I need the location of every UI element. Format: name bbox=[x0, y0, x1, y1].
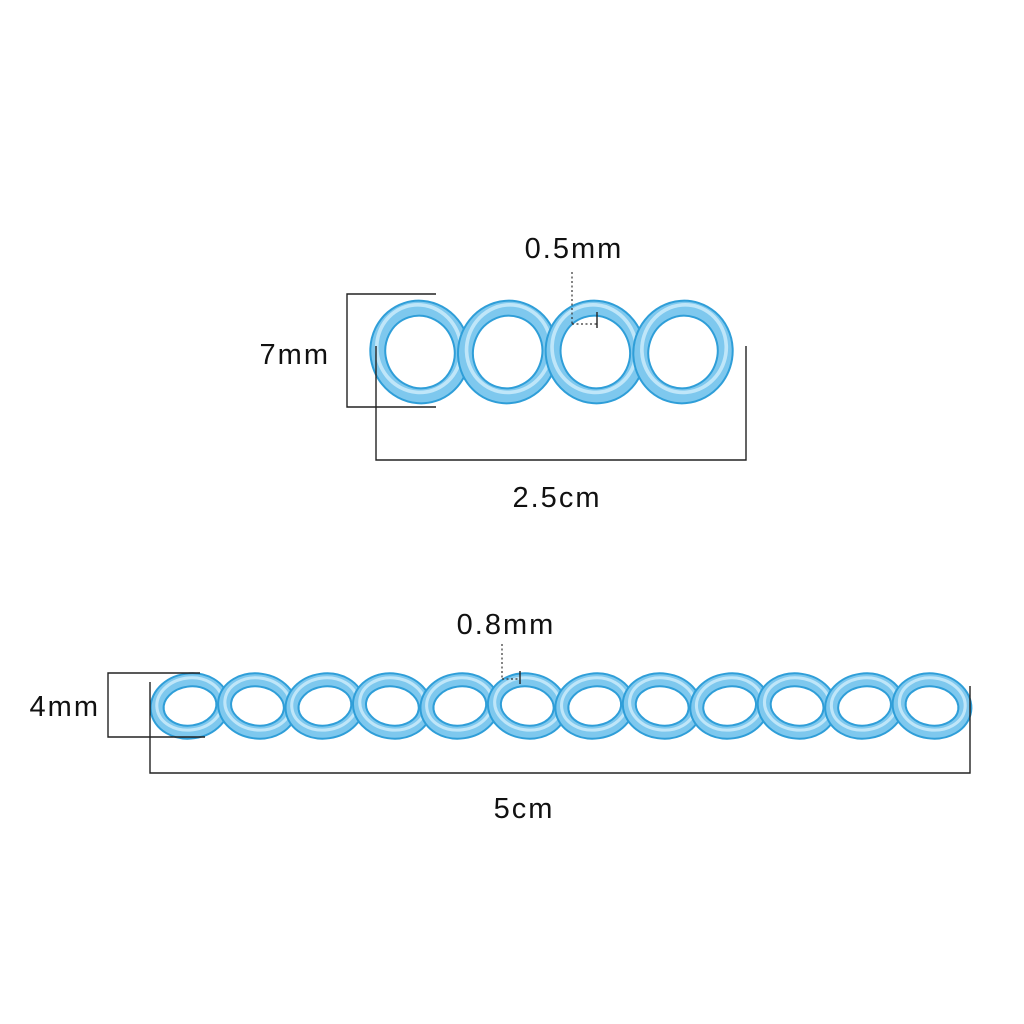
chain-link bbox=[621, 672, 703, 740]
wire-dimension-long: 0.8mm bbox=[457, 609, 556, 684]
height-label: 7mm bbox=[260, 339, 330, 371]
chain-link bbox=[689, 672, 771, 740]
wire-dimension-short: 0.5mm bbox=[525, 233, 624, 328]
wire-label: 0.5mm bbox=[525, 233, 624, 265]
chain-sample-long bbox=[149, 672, 973, 740]
chain-link bbox=[824, 672, 905, 740]
length-label: 2.5cm bbox=[513, 482, 602, 514]
height-bracket bbox=[107, 672, 205, 738]
length-dimension-short: 2.5cm bbox=[375, 346, 747, 514]
height-dimension-long: 4mm bbox=[30, 672, 205, 738]
chain-link bbox=[891, 672, 973, 740]
length-label: 5cm bbox=[494, 793, 555, 825]
chain-link bbox=[554, 672, 636, 740]
wire-label: 0.8mm bbox=[457, 609, 556, 641]
length-bracket bbox=[375, 346, 747, 461]
height-label: 4mm bbox=[30, 691, 100, 723]
chain-sample-short bbox=[369, 299, 734, 405]
chain-link bbox=[217, 672, 298, 740]
length-dimension-long: 5cm bbox=[149, 682, 971, 825]
chain-link bbox=[632, 299, 734, 405]
chain-link bbox=[351, 672, 433, 740]
chain-link bbox=[486, 672, 568, 740]
chain-link bbox=[756, 672, 838, 740]
chain-link bbox=[419, 672, 501, 740]
chain-link bbox=[284, 672, 366, 740]
height-dimension-short: 7mm bbox=[260, 293, 436, 408]
chain-link bbox=[149, 672, 231, 740]
height-bracket bbox=[346, 293, 436, 408]
length-bracket bbox=[149, 682, 971, 774]
